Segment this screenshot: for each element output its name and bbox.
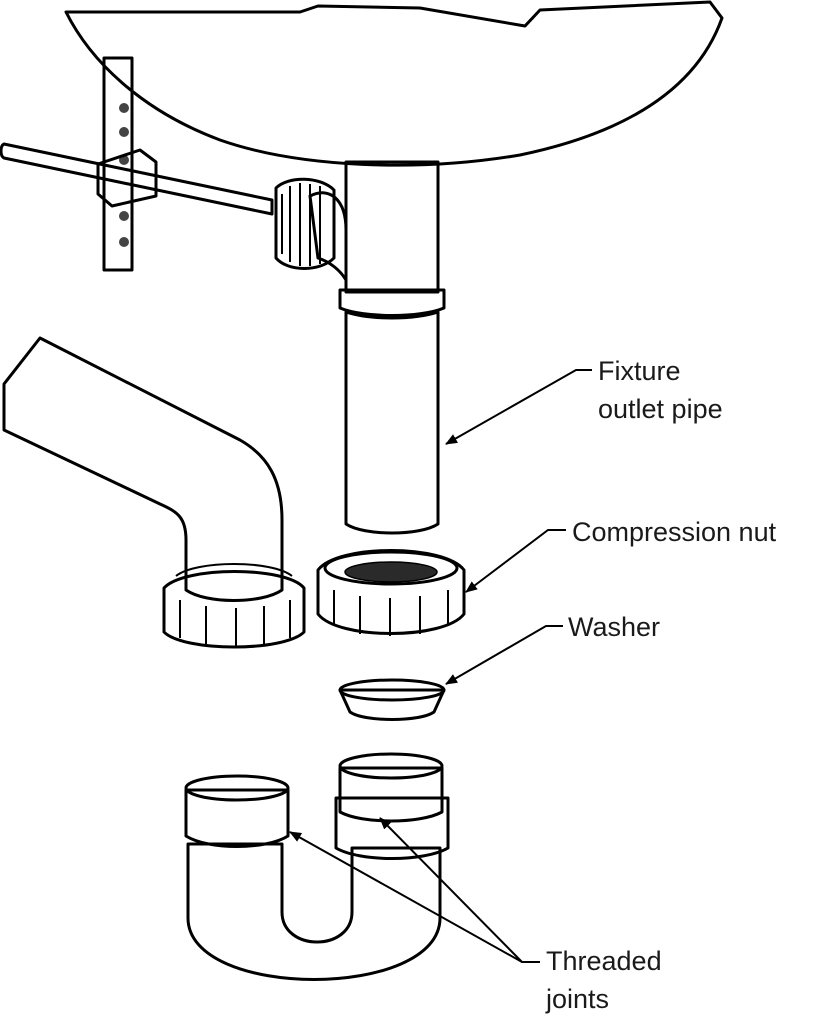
elbow-compression-nut — [162, 563, 306, 649]
p-trap — [184, 752, 450, 981]
label-compression-nut: Compression nut — [572, 517, 777, 547]
label-threaded-line2: joints — [545, 984, 609, 1014]
label-fixture-line2: outlet pipe — [598, 394, 723, 424]
sink-basin — [64, 0, 724, 167]
leader-lines — [289, 369, 592, 963]
washer-part — [338, 678, 446, 721]
label-threaded-line1: Threaded — [546, 946, 662, 976]
fixture-outlet-pipe — [344, 310, 440, 535]
label-washer: Washer — [568, 612, 660, 642]
tailpiece-upper — [274, 160, 440, 294]
stopper-rod — [0, 142, 274, 216]
label-fixture-line1: Fixture — [598, 356, 681, 386]
compression-nut-part — [316, 549, 466, 636]
slip-ring — [338, 288, 446, 317]
wall-elbow-pipe — [2, 336, 284, 602]
